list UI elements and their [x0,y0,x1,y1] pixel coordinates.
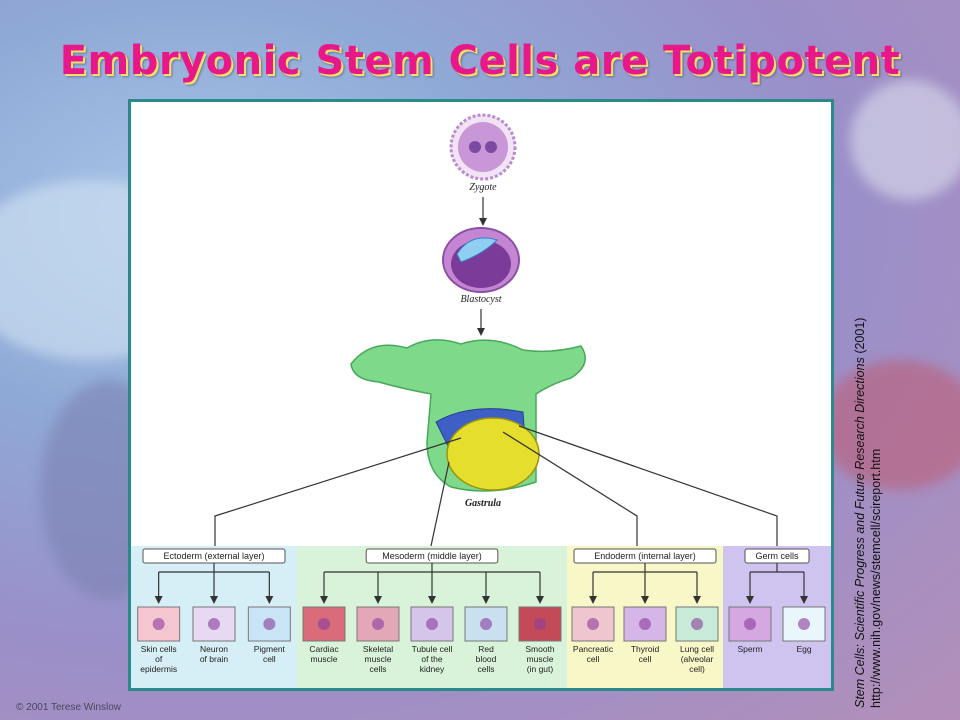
cell-type-label: of the [421,654,443,664]
layer-header-label: Endoderm (internal layer) [594,551,696,561]
background-cell-blob [820,360,960,490]
cell-type-label: Tubule cell [412,644,453,654]
cell-type-label: cell [263,654,276,664]
slide-title: Embryonic Stem Cells are Totipotent [59,38,901,84]
cell-type-label: Egg [796,644,811,654]
gastrula-icon [350,339,586,492]
cell-type-label: Cardiac [309,644,339,654]
zygote-label: Zygote [469,182,497,193]
cell-type-label: Smooth [525,644,555,654]
cell-type-label: Pancreatic [573,644,614,654]
cell-type-label: muscle [365,654,392,664]
layer-header-label: Ectoderm (external layer) [163,551,264,561]
cell-type-label: blood [476,654,497,664]
citation: Stem Cells: Scientific Progress and Futu… [852,188,884,708]
cell-type-label: cell [587,654,600,664]
cell-type-label: epidermis [140,664,177,674]
blastocyst-label: Blastocyst [460,294,501,305]
citation-title: Stem Cells: Scientific Progress and Futu… [853,357,867,708]
cell-type-icon [782,606,826,642]
lineage-lines [214,425,778,547]
cell-type-label: kidney [420,664,445,674]
cell-type-label: cell) [689,664,705,674]
layer-header-label: Mesoderm (middle layer) [382,551,482,561]
cell-type-label: Skeletal [363,644,393,654]
gastrula-label: Gastrula [465,498,501,509]
cell-type-label: cell [639,654,652,664]
cell-type-label: muscle [527,654,554,664]
cell-type-label: cells [369,664,386,674]
cell-type-label: Neuron [200,644,228,654]
cell-type-label: Skin cells [141,644,177,654]
cell-type-label: of [155,654,163,664]
cell-type-label: Red [478,644,494,654]
background-cell-blob [850,80,960,200]
cell-type-label: cells [477,664,494,674]
cell-type-label: (in gut) [527,664,554,674]
cell-type-label: (alveolar [681,654,714,664]
zygote-icon [449,113,517,181]
cell-type-label: of brain [200,654,229,664]
cell-type-label: muscle [311,654,338,664]
citation-url[interactable]: http://www.nih.gov/news/stemcell/scirepo… [869,448,883,708]
layer-header-label: Germ cells [755,551,799,561]
citation-year: (2001) [853,317,867,358]
diagram-panel: Zygote Blastocyst Gastrula Ectoderm (ext… [128,99,834,691]
cell-type-label: Sperm [737,644,762,654]
cell-type-label: Lung cell [680,644,714,654]
blastocyst-icon [442,227,520,293]
cell-type-label: Pigment [254,644,286,654]
differentiation-diagram: Zygote Blastocyst Gastrula Ectoderm (ext… [131,113,831,688]
copyright-notice: © 2001 Terese Winslow [16,702,122,713]
cell-type-label: Thyroid [631,644,660,654]
